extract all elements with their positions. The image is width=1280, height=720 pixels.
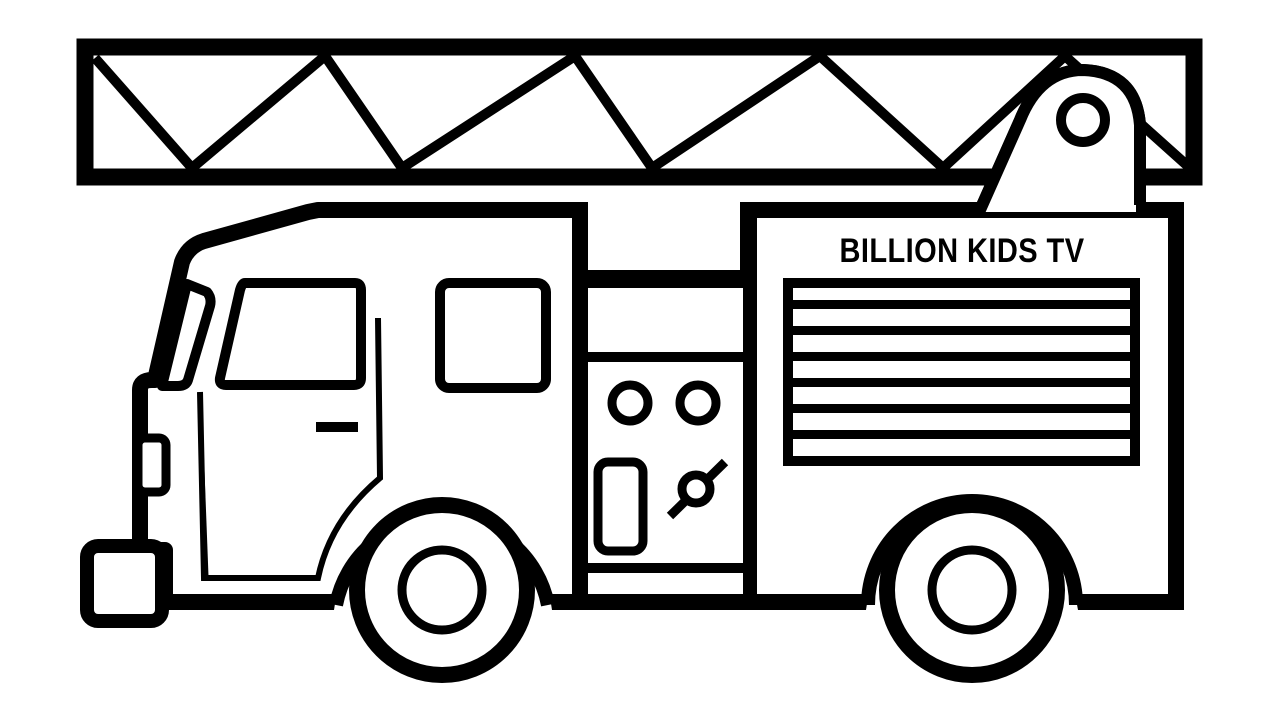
windshield-pillar [157,279,216,391]
rear-equipment-box: BILLION KIDS TV [740,202,1184,610]
cab-door [197,317,384,581]
front-hub-icon [397,545,487,635]
hose-outlet [593,457,648,556]
gauge-left-icon [607,380,653,426]
front-window [214,278,366,390]
side-window [435,278,551,393]
pump-panel [574,202,757,609]
front-bumper [80,539,169,628]
ladder-truss [76,38,1203,186]
headlight [133,433,171,497]
valve-icon [666,458,729,520]
door-handle [316,422,358,432]
rear-hub-icon [927,545,1017,635]
brand-label: BILLION KIDS TV [840,232,1085,270]
vent-grille [783,278,1140,466]
gauge-right-icon [675,380,721,426]
front-wheel [329,497,555,683]
rear-wheel [861,494,1083,683]
